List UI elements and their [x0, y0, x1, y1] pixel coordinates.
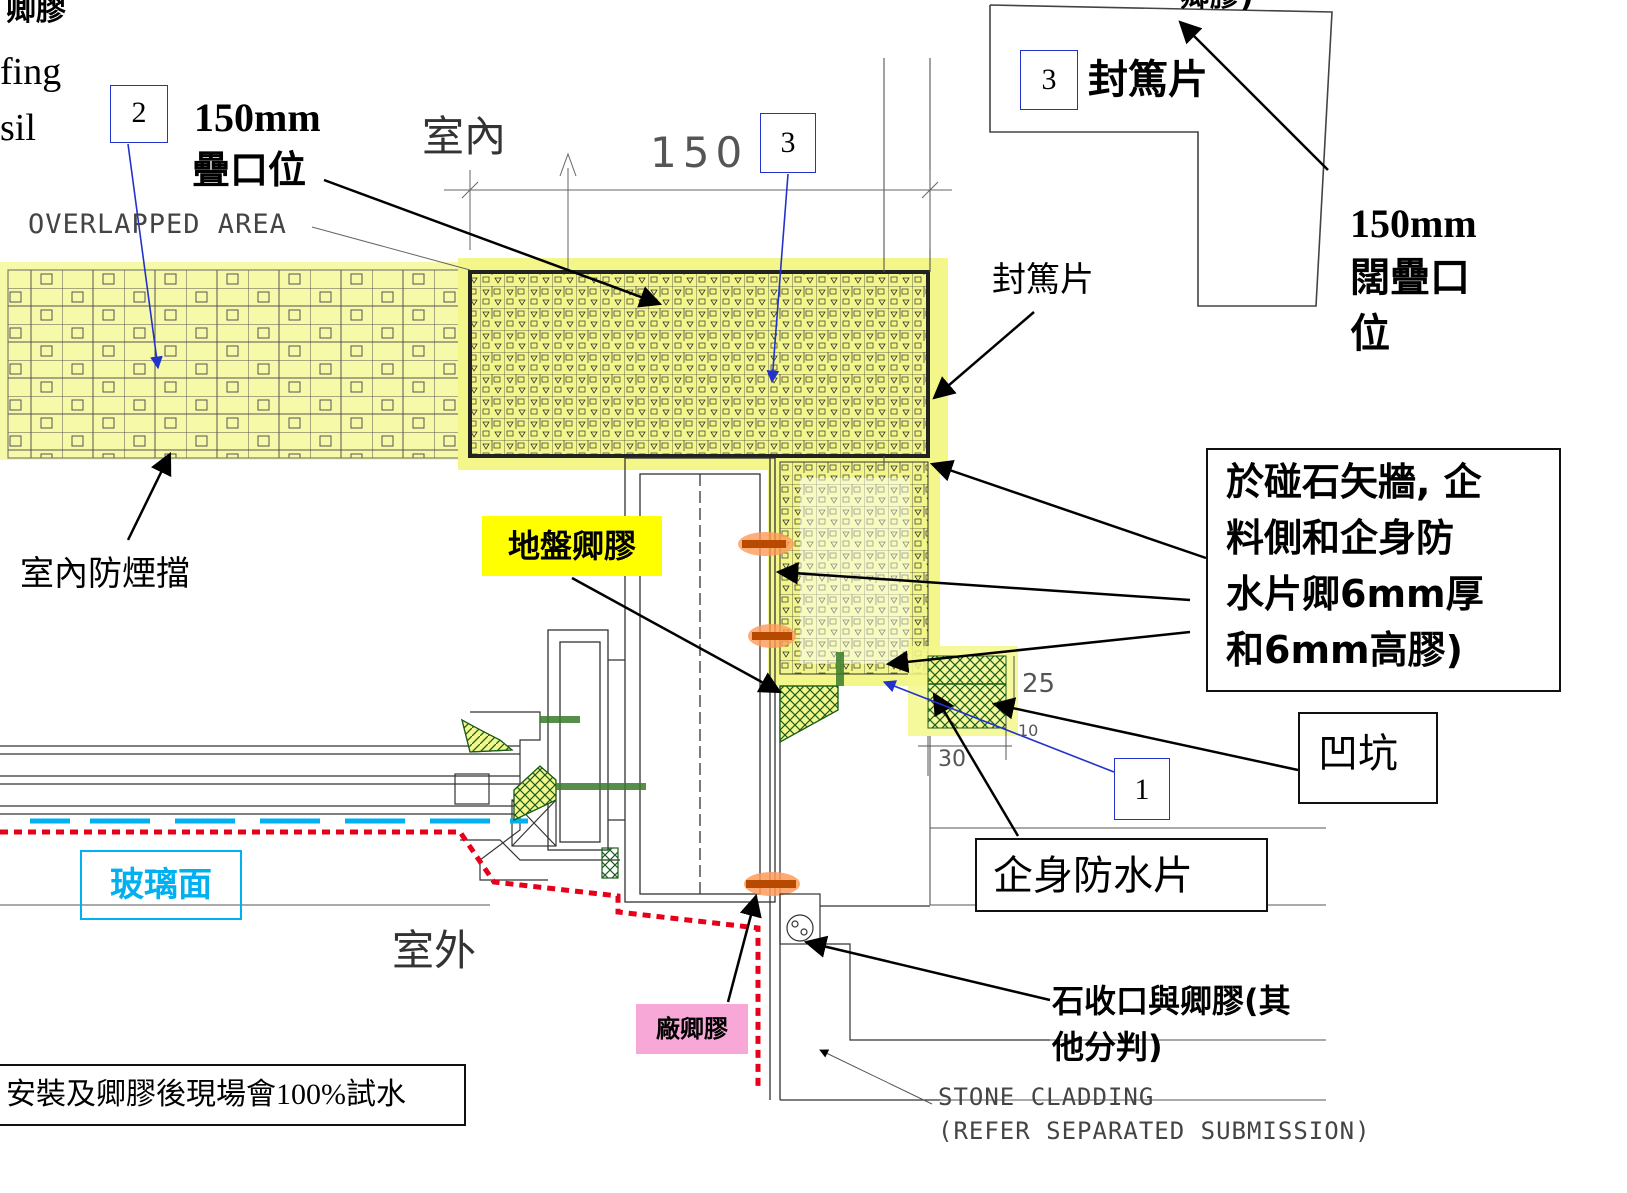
seal-line [0, 829, 761, 1090]
factory-sealant-label: 廠卿膠 [636, 1004, 748, 1054]
marker-1: 1 [1114, 758, 1170, 820]
stone-note-line1: 石收口與卿膠(其 [1052, 982, 1291, 1020]
sealant-note-box: 於碰石矢牆, 企 料側和企身防 水片卿6mm厚 和6mm高膠) [1206, 448, 1561, 692]
stone-cladding-line2: (REFER SEPARATED SUBMISSION) [938, 1117, 1371, 1145]
upstand-label: 企身防水片 [993, 853, 1193, 899]
vertical-firestop-inner [800, 478, 910, 664]
sealant-note-line3: 水片卿6mm厚 [1226, 572, 1484, 616]
recess-box: 凹坑 [1298, 712, 1438, 804]
dimension-150-value: 150 [650, 128, 749, 177]
marker-2: 2 [110, 85, 168, 143]
inset-marker-3: 3 [1020, 50, 1078, 110]
stone-cladding-line1: STONE CLADDING [938, 1083, 1155, 1111]
end-cap-label: 封篤片 [992, 260, 1094, 300]
blue-leaders [127, 143, 1115, 773]
indoor-label: 室內 [422, 112, 507, 161]
inset-top-partial: 卿膠) [1180, 0, 1254, 13]
top-left-partial-title: 卿膠 [6, 0, 66, 28]
sealant-note-line2: 料側和企身防 [1226, 516, 1455, 560]
dim-30: 30 [938, 747, 966, 772]
outdoor-label: 室外 [392, 926, 477, 975]
screws [540, 532, 844, 896]
smoke-barrier-label: 室內防煙擋 [20, 554, 190, 594]
stone-leader [819, 1049, 933, 1105]
inset-side-line1: 150mm [1350, 201, 1477, 246]
dim-25: 25 [1022, 669, 1056, 699]
dim-10: 10 [1018, 721, 1039, 740]
overlapped-area-label: OVERLAPPED AREA [28, 209, 287, 240]
recess-label: 凹坑 [1318, 731, 1398, 777]
recess-crosshatch [927, 655, 1007, 729]
vertical-firestop-fill [779, 461, 929, 675]
leaders [126, 20, 1329, 1003]
sealant-note-line1: 於碰石矢牆, 企 [1226, 460, 1482, 504]
bottom-note-box: 安裝及卿膠後現場會100%試水 [0, 1064, 466, 1126]
upstand-box: 企身防水片 [975, 838, 1268, 912]
overlapped-leader [311, 226, 471, 271]
stone-note-line2: 他分判) [1052, 1028, 1163, 1066]
overlap-label-line1: 150mm [194, 95, 321, 140]
inset-l-shape [989, 4, 1333, 307]
glass-label: 玻璃面 [80, 850, 242, 920]
dimension-150 [444, 152, 952, 270]
marker-3: 3 [760, 113, 816, 173]
end-cap-outline [468, 270, 930, 458]
top-left-partial-line2: sil [0, 107, 36, 149]
inset-side-line3: 位 [1350, 311, 1390, 357]
bottom-note: 安裝及卿膠後現場會100%試水 [6, 1078, 406, 1111]
overlap-label-line2: 疊口位 [192, 148, 307, 192]
stone-trim [779, 893, 1050, 1101]
top-left-partial-line1: fing [0, 51, 62, 93]
end-cap-fill [470, 272, 928, 456]
smoke-barrier-blocks [7, 269, 471, 459]
sealant-note-line4: 和6mm高膠) [1226, 628, 1463, 672]
site-sealant-label: 地盤卿膠 [482, 516, 662, 576]
gaskets [461, 685, 839, 879]
inset-side-line2: 闊疊口 [1350, 255, 1470, 301]
inset-title: 封篤片 [1088, 57, 1208, 103]
